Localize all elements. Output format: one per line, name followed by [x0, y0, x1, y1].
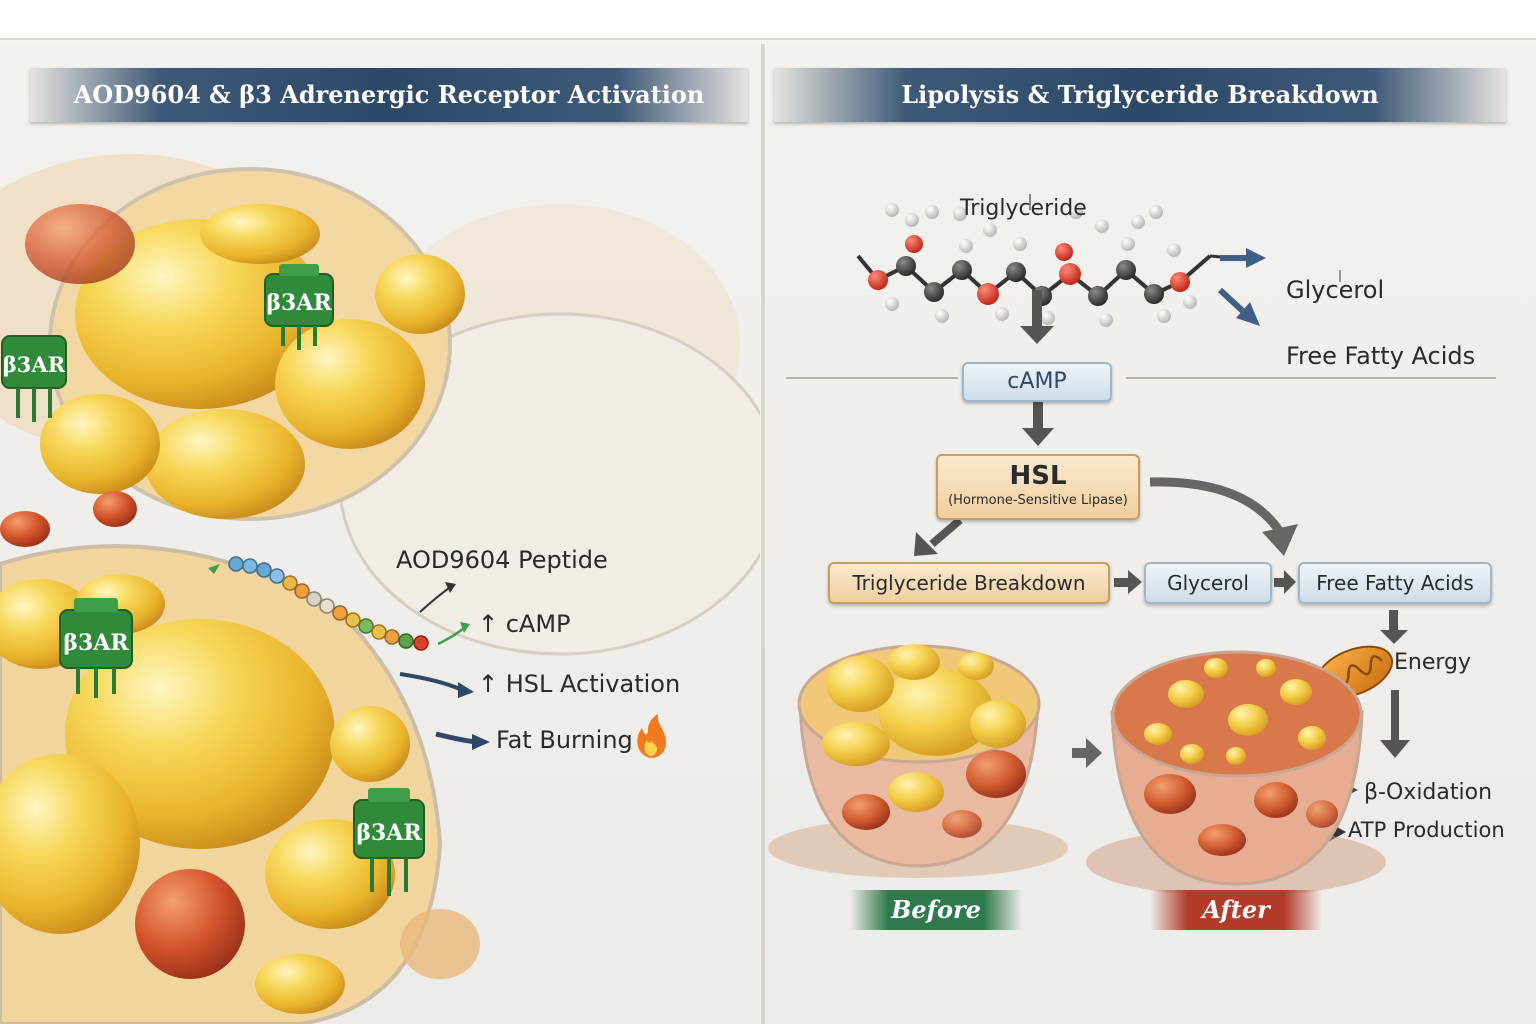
- arrow-icon: [1032, 290, 1042, 328]
- panel-divider: [761, 44, 765, 1024]
- lipid-droplet: [25, 204, 135, 284]
- receptor-label: β3AR: [356, 820, 422, 846]
- right-panel: Lipolysis & Triglyceride Breakdown: [766, 44, 1536, 1024]
- lipid-droplet: [40, 394, 160, 494]
- hsl-title: HSL: [1009, 461, 1067, 491]
- receptor-label: β3AR: [63, 630, 129, 656]
- atp-production-label: ATP Production: [1348, 818, 1505, 842]
- effect-fat-burning: Fat Burning: [496, 726, 633, 754]
- hsl-subtitle: (Hormone-Sensitive Lipase): [948, 493, 1128, 508]
- effect-hsl-activation: ↑ HSL Activation: [478, 670, 681, 698]
- adipocyte-before: [768, 644, 1068, 878]
- flame-icon: [637, 714, 666, 758]
- arrow-icon: [1217, 287, 1249, 317]
- arrow-icon: [435, 731, 477, 745]
- peptide-label: AOD9604 Peptide: [396, 546, 608, 574]
- right-panel-title: Lipolysis & Triglyceride Breakdown: [774, 68, 1506, 122]
- effect-camp: ↑ cAMP: [478, 610, 571, 638]
- glycerol-box: Glycerol: [1144, 562, 1272, 604]
- hsl-box: HSL (Hormone-Sensitive Lipase): [936, 454, 1140, 520]
- lipolysis-diagram: [768, 194, 1496, 896]
- lipid-droplet: [275, 319, 425, 449]
- after-label: After: [1150, 890, 1322, 930]
- arrow-icon: [929, 516, 963, 548]
- arrow-icon: [1274, 578, 1286, 587]
- adipocyte-illustration: β3AR β3AR β3AR β3AR: [0, 154, 760, 1024]
- triglyceride-label: Triglyceride: [960, 196, 1087, 221]
- lipid-droplet: [65, 619, 335, 849]
- lipid-droplet: [330, 706, 410, 782]
- receptor-b3ar: β3AR: [353, 788, 425, 896]
- arrow-icon: [1391, 690, 1399, 742]
- arrow-icon: [1033, 400, 1043, 430]
- left-panel-title: AOD9604 & β3 Adrenergic Receptor Activat…: [30, 68, 748, 122]
- lipid-droplet: [0, 754, 140, 934]
- aod9604-peptide-chain: [208, 556, 429, 651]
- lipid-droplet: [375, 254, 465, 334]
- before-label: Before: [850, 890, 1022, 930]
- lipid-droplet: [75, 219, 325, 409]
- receptor-b3ar: β3AR: [59, 598, 133, 698]
- lipid-droplet: [135, 869, 245, 979]
- adipocyte-after: [1086, 650, 1386, 896]
- lipid-droplet: [255, 954, 345, 1014]
- receptor-b3ar: β3AR: [1, 335, 67, 422]
- receptor-b3ar: β3AR: [264, 264, 334, 350]
- arrow-icon: [1389, 610, 1398, 632]
- arrow-icon: [399, 672, 463, 692]
- cell-background: [400, 909, 480, 979]
- arrow-icon: [1114, 578, 1130, 587]
- free-fatty-acids-box: Free Fatty Acids: [1298, 562, 1492, 604]
- receptor-label: β3AR: [266, 290, 332, 316]
- lipid-droplet: [200, 204, 320, 264]
- arrow-icon: [1072, 748, 1088, 758]
- beta-oxidation-label: β-Oxidation: [1364, 780, 1493, 805]
- lipid-droplet: [0, 511, 50, 547]
- glycerol-label: Glycerol: [1286, 276, 1385, 304]
- free-fatty-acids-label: Free Fatty Acids: [1286, 342, 1476, 370]
- top-bar: [0, 0, 1536, 40]
- arrow-icon: [1149, 477, 1284, 535]
- camp-box: cAMP: [962, 362, 1112, 402]
- lipid-droplet: [145, 409, 305, 519]
- receptor-label: β3AR: [3, 352, 66, 377]
- energy-label: Energy: [1394, 650, 1472, 675]
- triglyceride-molecule: [856, 194, 1233, 327]
- triglyceride-breakdown-box: Triglyceride Breakdown: [828, 562, 1110, 604]
- left-panel: AOD9604 & β3 Adrenergic Receptor Activat…: [0, 44, 760, 1024]
- lipid-droplet: [93, 491, 137, 527]
